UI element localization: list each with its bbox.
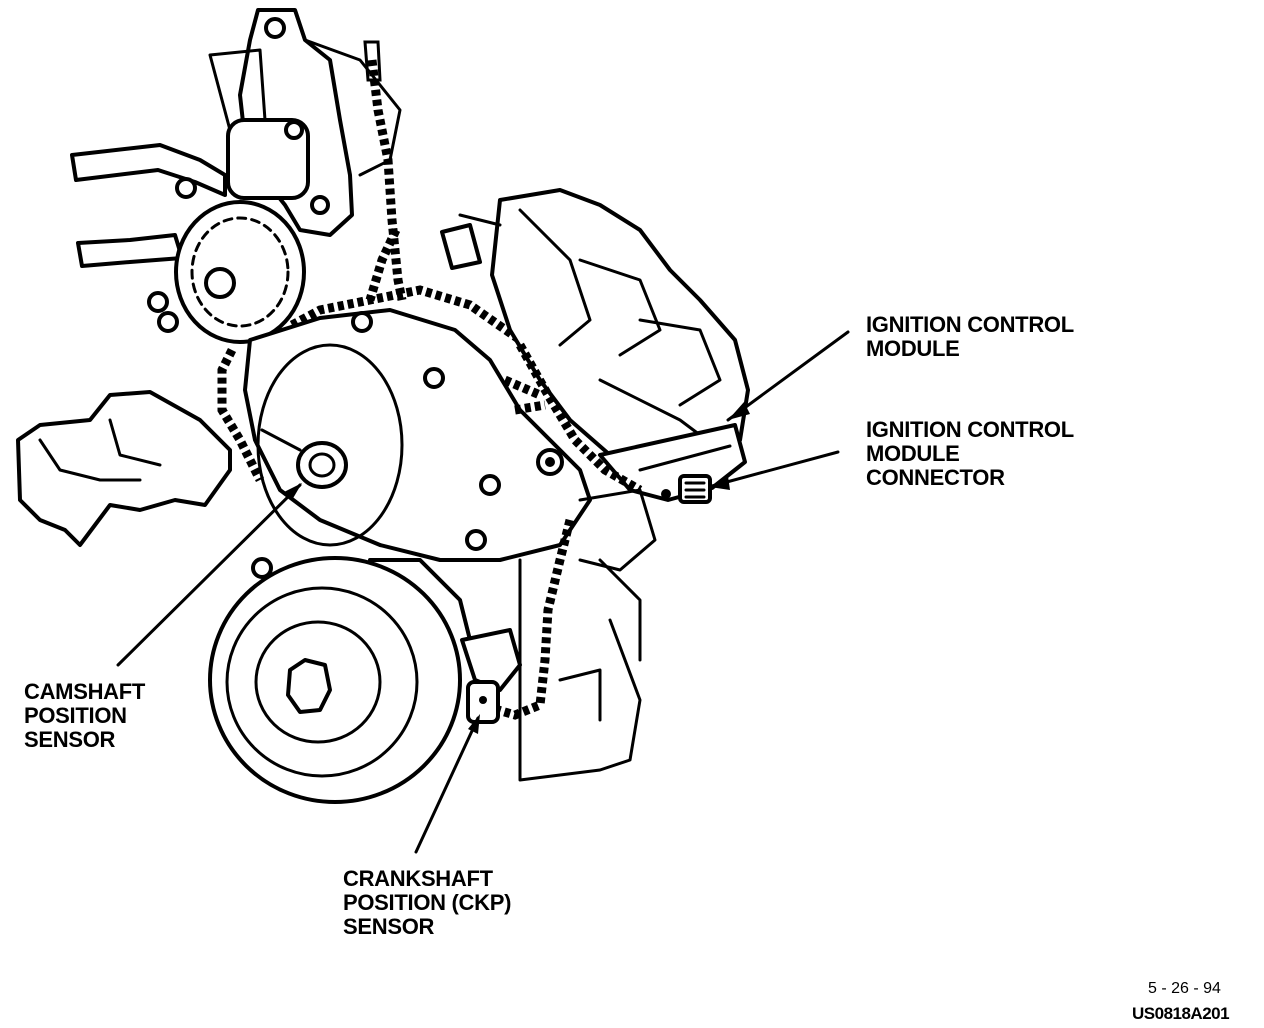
accessory-pulley [174, 118, 310, 344]
label-line: POSITION [24, 703, 127, 728]
label-line: IGNITION CONTROL [866, 417, 1074, 442]
label-line: SENSOR [343, 914, 435, 939]
icm-connector [678, 474, 712, 504]
label-line: POSITION (CKP) [343, 890, 512, 915]
label-line: SENSOR [24, 727, 116, 752]
crankshaft-position-sensor [460, 628, 522, 724]
label-line: CRANKSHAFT [343, 866, 493, 891]
coolant-pipes [70, 143, 227, 333]
leader-ckp [414, 716, 480, 854]
serpentine-belt [217, 347, 265, 483]
leader-cmp-arrow [284, 483, 302, 500]
leader-icm-connector [710, 450, 840, 488]
camshaft-position-sensor [260, 428, 348, 489]
leader-icm [726, 330, 850, 422]
label-line: CAMSHAFT [24, 679, 146, 704]
leader-cmp [116, 483, 302, 667]
wiring-harness [363, 40, 643, 720]
label-ignition-control-module-connector: IGNITION CONTROL MODULE CONNECTOR [866, 418, 1074, 490]
label-camshaft-position-sensor: CAMSHAFT POSITION SENSOR [24, 680, 145, 752]
date-code: 5 - 26 - 94 [1148, 980, 1221, 997]
front-cover [243, 308, 592, 579]
leader-ckp-arrow [468, 714, 480, 734]
figure-id: US0818A201 [1132, 1004, 1230, 1023]
exhaust-manifold [16, 390, 232, 547]
label-line: CONNECTOR [866, 465, 1005, 490]
label-crankshaft-position-sensor: CRANKSHAFT POSITION (CKP) SENSOR [343, 867, 511, 939]
label-ignition-control-module: IGNITION CONTROL MODULE [866, 313, 1074, 361]
leader-icm-arrow [728, 402, 750, 420]
label-line: IGNITION CONTROL [866, 312, 1074, 337]
engine-block [518, 488, 657, 782]
crankshaft-pulley [208, 556, 472, 804]
leader-icm-connector-arrow [710, 476, 730, 490]
label-line: MODULE [866, 441, 960, 466]
label-line: MODULE [866, 336, 960, 361]
